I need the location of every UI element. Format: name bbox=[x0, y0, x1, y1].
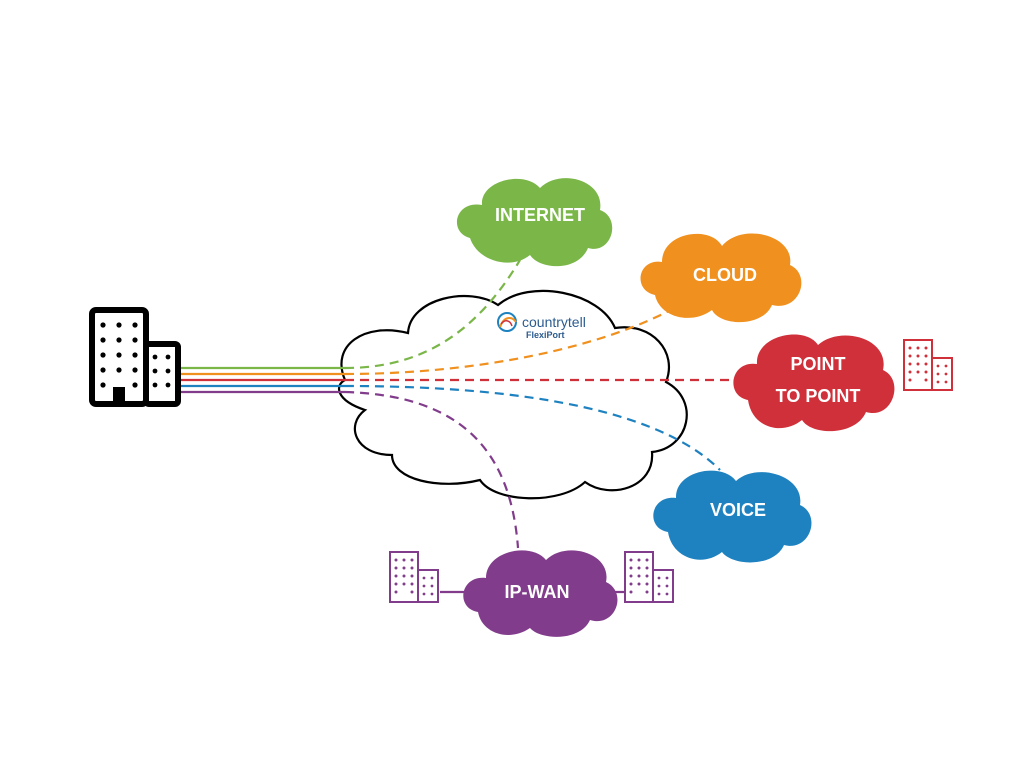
office-building-icon bbox=[89, 307, 181, 407]
internet-label: INTERNET bbox=[495, 205, 585, 225]
cloud-label: CLOUD bbox=[693, 265, 757, 285]
p2p-label-line1: POINT bbox=[790, 354, 845, 374]
voice-label: VOICE bbox=[710, 500, 766, 520]
office-building-icon bbox=[389, 551, 439, 603]
office-building-icon bbox=[624, 551, 674, 603]
path-internet bbox=[344, 259, 521, 370]
voice-cloud: VOICE bbox=[653, 470, 812, 563]
path-ipwan bbox=[344, 390, 520, 549]
office-building-icon bbox=[903, 339, 953, 391]
path-voice bbox=[344, 384, 721, 471]
countrytell-logo-icon bbox=[497, 312, 517, 332]
ip-wan-cloud: IP-WAN bbox=[440, 550, 625, 637]
brand-name: countrytell bbox=[522, 314, 586, 330]
path-cloud bbox=[344, 304, 681, 376]
ipwan-label: IP-WAN bbox=[505, 582, 570, 602]
point-to-point-cloud: POINT TO POINT bbox=[733, 334, 895, 432]
brand-product: FlexiPort bbox=[526, 330, 565, 340]
p2p-label-line2: TO POINT bbox=[776, 386, 861, 406]
countrytell-logo: countrytell FlexiPort bbox=[497, 312, 586, 340]
hq-connection-lines bbox=[180, 366, 345, 394]
cloud-service-cloud: CLOUD bbox=[640, 233, 802, 323]
internet-cloud: INTERNET bbox=[456, 178, 613, 267]
service-paths bbox=[344, 259, 740, 549]
